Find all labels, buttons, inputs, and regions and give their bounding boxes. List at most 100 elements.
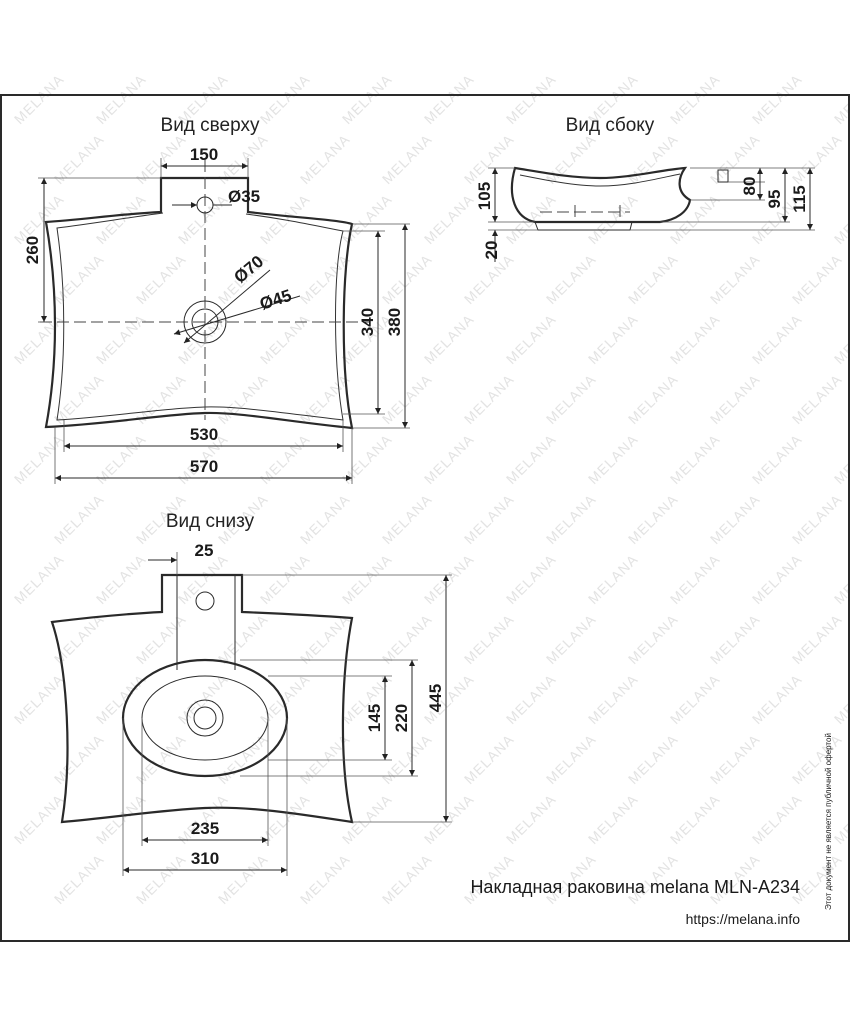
watermark-text: MELANA (133, 611, 189, 667)
watermark-text: MELANA (667, 671, 723, 727)
watermark-text: MELANA (11, 311, 67, 367)
watermark-text: MELANA (461, 491, 517, 547)
bottom-tap-hole (195, 591, 215, 611)
watermark-text: MELANA (51, 251, 107, 307)
bottom-view-title: Вид снизу (166, 511, 255, 532)
watermark-text: MELANA (789, 731, 845, 787)
watermark-text: MELANA (749, 791, 805, 847)
watermark-text: MELANA (503, 311, 559, 367)
watermark-text: MELANA (585, 551, 641, 607)
watermark-text: MELANA (625, 371, 681, 427)
watermark-text: MELANA (625, 491, 681, 547)
watermark-text: MELANA (51, 731, 107, 787)
watermark-text: MELANA (257, 311, 313, 367)
watermark-text: MELANA (461, 371, 517, 427)
watermark-text: MELANA (789, 491, 845, 547)
watermark-text: MELANA (543, 251, 599, 307)
watermark-text: MELANA (707, 491, 763, 547)
watermark-text: MELANA (215, 371, 271, 427)
watermark-text: MELANA (503, 431, 559, 487)
watermark-text: MELANA (133, 851, 189, 907)
watermark-text: MELANA (461, 611, 517, 667)
watermark-text: MELANA (749, 551, 805, 607)
side-view-tap-stub (717, 169, 729, 183)
dim-105: 105 (475, 182, 494, 210)
watermark-text: MELANA (503, 551, 559, 607)
watermark-text: MELANA (339, 551, 395, 607)
watermark-text: MELANA (585, 311, 641, 367)
watermark-text: MELANA (543, 731, 599, 787)
watermark-text: MELANA (11, 551, 67, 607)
watermark-text: MELANA (503, 671, 559, 727)
top-view-title: Вид сверху (161, 115, 260, 136)
watermark-text: MELANA (707, 731, 763, 787)
watermark-text: MELANA (543, 611, 599, 667)
watermark-text: MELANA (831, 551, 850, 607)
watermark-text: MELANA (667, 311, 723, 367)
watermark-text: MELANA (133, 731, 189, 787)
watermark-text: MELANA (257, 551, 313, 607)
watermark-text: MELANA (215, 611, 271, 667)
dim-530: 530 (190, 425, 218, 444)
disclaimer-note: Этот документ не является публичной офер… (824, 733, 833, 910)
watermark-text: MELANA (503, 791, 559, 847)
watermark-text: MELANA (11, 671, 67, 727)
bottom-drain-outer (186, 699, 224, 737)
watermark-text: MELANA (667, 551, 723, 607)
watermark-text: MELANA (175, 191, 231, 247)
watermark-text: MELANA (667, 791, 723, 847)
watermark-text: MELANA (379, 251, 435, 307)
watermark-text: MELANA (831, 191, 850, 247)
side-view-rim (519, 173, 681, 187)
watermark-text: MELANA (543, 371, 599, 427)
dim-25: 25 (195, 541, 214, 560)
watermark-text: MELANA (585, 791, 641, 847)
watermark-text: MELANA (297, 611, 353, 667)
watermark-text: MELANA (503, 191, 559, 247)
watermark-text: MELANA (585, 191, 641, 247)
dim-80: 80 (740, 177, 759, 196)
dim-d35: Ø35 (228, 187, 260, 206)
watermark-text: MELANA (421, 551, 477, 607)
watermark-text: MELANA (421, 791, 477, 847)
website-url: https://melana.info (686, 911, 801, 927)
watermark-text: MELANA (51, 851, 107, 907)
watermark-text: MELANA (749, 671, 805, 727)
drain-inner (191, 308, 219, 336)
watermark-text: MELANA (667, 71, 723, 127)
watermark-text: MELANA (831, 431, 850, 487)
watermark-text: MELANA (93, 431, 149, 487)
watermark-text: MELANA (749, 431, 805, 487)
side-view: Вид сбоку 105 20 80 95 115 (475, 115, 815, 262)
watermark-text: MELANA (707, 611, 763, 667)
watermark-text: MELANA (11, 791, 67, 847)
watermark-text: MELANA (257, 791, 313, 847)
dim-220: 220 (392, 704, 411, 732)
watermark-text: MELANA (831, 311, 850, 367)
dim-260: 260 (23, 236, 42, 264)
watermark-text: MELANA (461, 131, 517, 187)
watermark-text: MELANA (93, 71, 149, 127)
top-view-outline (44, 176, 354, 430)
watermark-text: MELANA (625, 251, 681, 307)
dim-340: 340 (358, 308, 377, 336)
dim-380: 380 (385, 308, 404, 336)
watermark-text: MELANA (297, 851, 353, 907)
watermark-text: MELANA (421, 71, 477, 127)
watermark-text: MELANA (625, 731, 681, 787)
watermark-text: MELANA (707, 371, 763, 427)
watermark-text: MELANA (831, 71, 850, 127)
watermark-text: MELANA (379, 731, 435, 787)
dim-95: 95 (765, 190, 784, 209)
side-view-title: Вид сбоку (566, 115, 655, 136)
dim-570: 570 (190, 457, 218, 476)
watermark-text: MELANA (585, 431, 641, 487)
watermark-text: MELANA (461, 731, 517, 787)
watermark-text: MELANA (625, 131, 681, 187)
watermark-text: MELANA (543, 491, 599, 547)
dim-150: 150 (190, 145, 218, 164)
sheet-frame (0, 94, 850, 942)
watermark-text: MELANA (379, 131, 435, 187)
